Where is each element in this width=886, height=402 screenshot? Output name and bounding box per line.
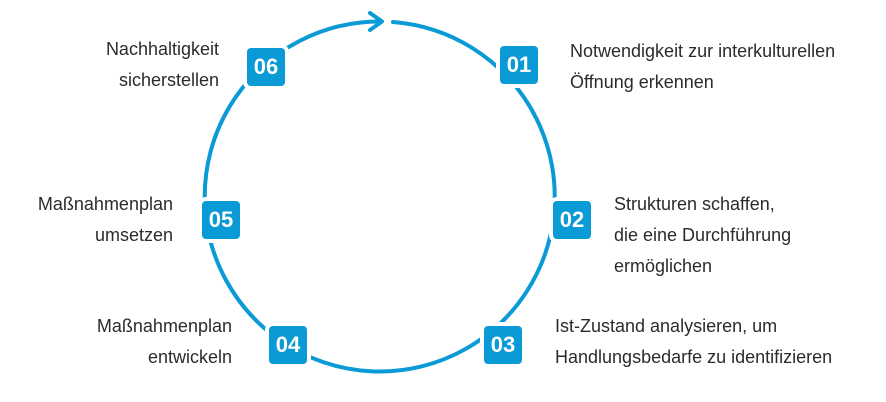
cycle-arrow-head [368, 11, 384, 32]
cycle-circle-arc [202, 19, 557, 374]
step-03-label: Ist-Zustand analysieren, um Handlungsbed… [555, 316, 833, 367]
step-06-badge: 06 [247, 48, 285, 86]
step-05-badge: 05 [202, 201, 240, 239]
step-05-label: Maßnahmenplan umsetzen [37, 194, 173, 245]
step-01-label: Notwendigkeit zur interkulturellen Öffnu… [570, 41, 836, 92]
step-04-badge: 04 [269, 326, 307, 364]
step-02-badge: 02 [553, 201, 591, 239]
step-01-badge: 01 [500, 46, 538, 84]
step-06-label: Nachhaltigkeit sicherstellen [105, 39, 219, 90]
step-04-label: Maßnahmenplan entwickeln [96, 316, 232, 367]
step-03-badge: 03 [484, 326, 522, 364]
step-02-label: Strukturen schaffen, die eine Durchführu… [614, 194, 792, 276]
